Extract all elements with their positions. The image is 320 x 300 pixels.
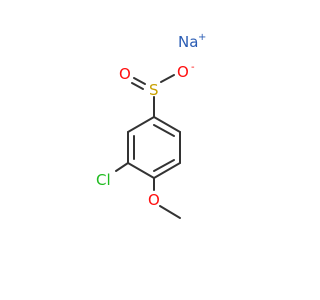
oxide-oxygen-label: O [177,63,189,81]
bond-s-o-double-b [131,82,144,90]
bond-s-o-double-a [133,77,146,85]
oxide-charge: - [191,62,195,73]
ring-inner-bond-1 [153,124,175,137]
methoxy-oxygen-label: O [148,191,160,209]
molecule-drawing: Na + O - O S Cl O [96,32,206,219]
sulfur-label: S [149,81,159,99]
sodium-label: Na [178,33,198,51]
ring-bond-c1-c6 [153,116,181,133]
sulfinyl-oxygen-label: O [119,65,131,83]
bonds [115,74,181,219]
bond-s-o-single [160,74,175,83]
ring-bond-c2-c1 [127,116,155,133]
sodium-charge: + [198,32,206,43]
ring-inner-bond-2 [153,159,175,172]
bond-c-cl [115,162,129,172]
ring-bond-c4-c3 [127,162,155,179]
ring-bond-c5-c4 [153,162,181,179]
structure-diagram: Na + O - O S Cl O [96,32,207,219]
bond-o-methyl [159,205,181,219]
chlorine-label: Cl [96,171,111,189]
